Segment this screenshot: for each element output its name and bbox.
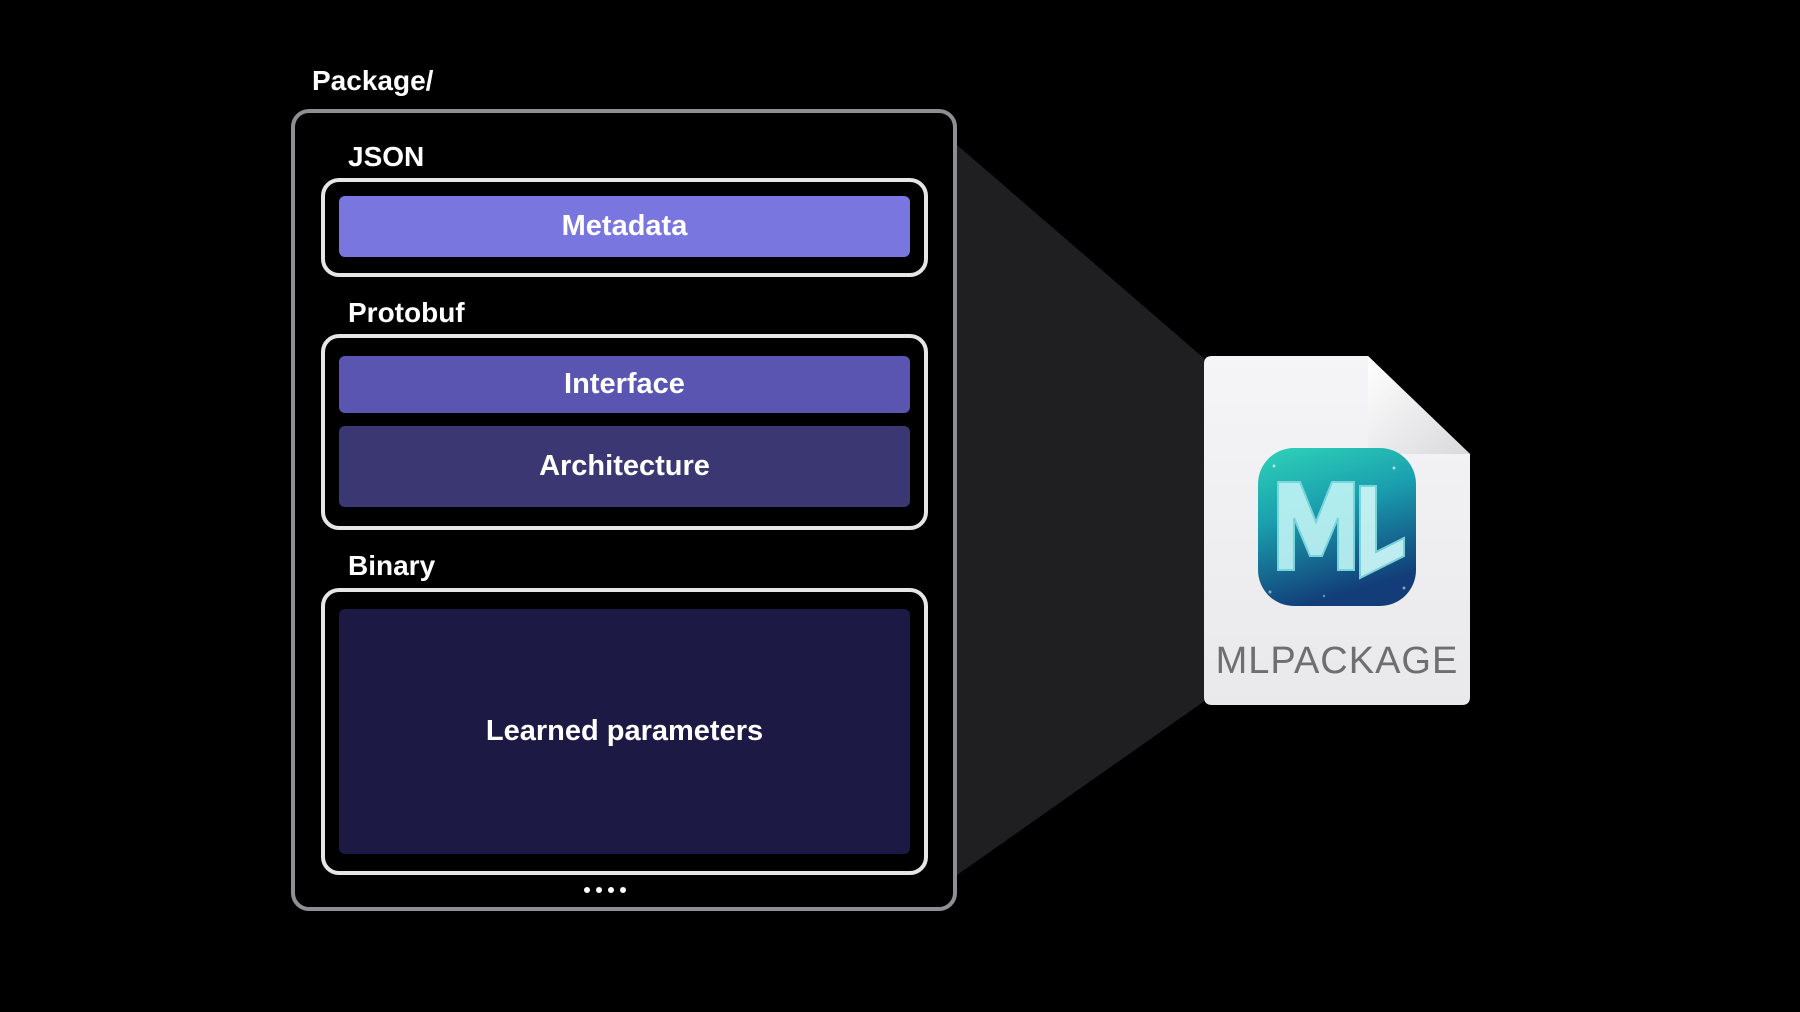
more-items-ellipsis [584, 887, 626, 893]
interface-block: Interface [339, 356, 910, 413]
protobuf-group-label: Protobuf [348, 297, 465, 328]
mlpackage-label: MLPACKAGE [1215, 640, 1459, 682]
ml-app-icon [1258, 448, 1416, 606]
metadata-block: Metadata [339, 196, 910, 257]
package-title: Package/ [312, 65, 434, 96]
binary-group-label: Binary [348, 550, 436, 581]
learned-parameters-block: Learned parameters [339, 609, 910, 854]
json-group-label: JSON [348, 141, 425, 172]
mlpackage-file-icon [1204, 356, 1470, 705]
architecture-block: Architecture [339, 426, 910, 507]
